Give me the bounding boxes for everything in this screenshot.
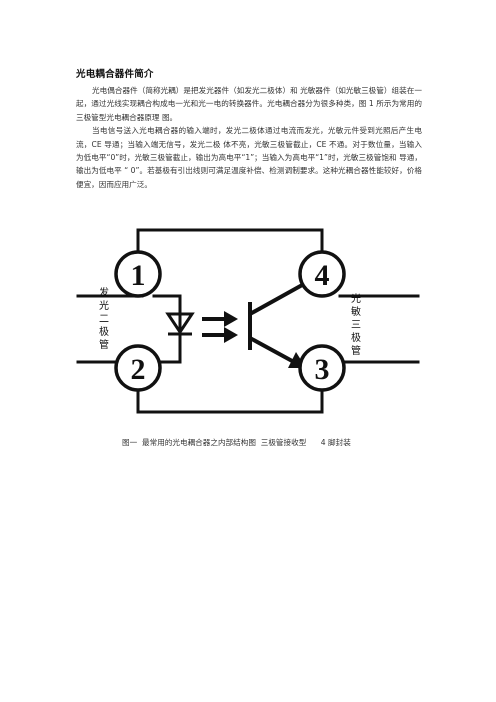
pin-2-circle bbox=[114, 344, 162, 392]
light-arrows bbox=[202, 311, 238, 343]
figure-caption: 图一 最常用的光电耦合器之内部结构图 三极管接收型 4 脚封装 bbox=[122, 438, 351, 447]
pin-4-label: 4 bbox=[315, 259, 330, 292]
body-text: 光电偶合器件（简称光耦）是把发光器件（如发光二极体）和 光敏器件（如光敏三极管）… bbox=[76, 84, 422, 191]
led-symbol bbox=[165, 312, 195, 336]
top-wire bbox=[136, 228, 324, 254]
right-label-char: 光 bbox=[351, 292, 361, 305]
left-label-char: 光 bbox=[99, 299, 109, 312]
pin-1-circle bbox=[114, 250, 162, 298]
pin-2-label: 2 bbox=[131, 353, 146, 386]
bottom-wire bbox=[136, 388, 324, 414]
paragraph-2: 当电信号送入光电耦合器的输入端时，发光二极体通过电流而发光，光敏元件受到光照后产… bbox=[76, 126, 422, 189]
left-label-char: 极 bbox=[99, 325, 109, 338]
left-label-char: 二 bbox=[99, 314, 109, 325]
right-label-char: 三 bbox=[351, 320, 361, 331]
right-label-char: 极 bbox=[351, 331, 361, 344]
right-label-char: 管 bbox=[351, 344, 361, 357]
right-label-char: 敏 bbox=[351, 305, 361, 318]
pin-3-label: 3 bbox=[315, 353, 330, 386]
page-title: 光电耦合器件简介 bbox=[76, 69, 154, 80]
pin-4-circle bbox=[298, 250, 346, 298]
pin-1-label: 1 bbox=[131, 259, 146, 292]
left-label-char: 发 bbox=[99, 286, 109, 299]
paragraph-1: 光电偶合器件（简称光耦）是把发光器件（如发光二极体）和 光敏器件（如光敏三极管）… bbox=[76, 86, 422, 122]
optocoupler-diagram: 1 2 4 3 发 光 二 极 管 光 敏 三 极 管 bbox=[76, 228, 420, 414]
pin-3-circle bbox=[298, 344, 346, 392]
left-label-char: 管 bbox=[99, 338, 109, 351]
